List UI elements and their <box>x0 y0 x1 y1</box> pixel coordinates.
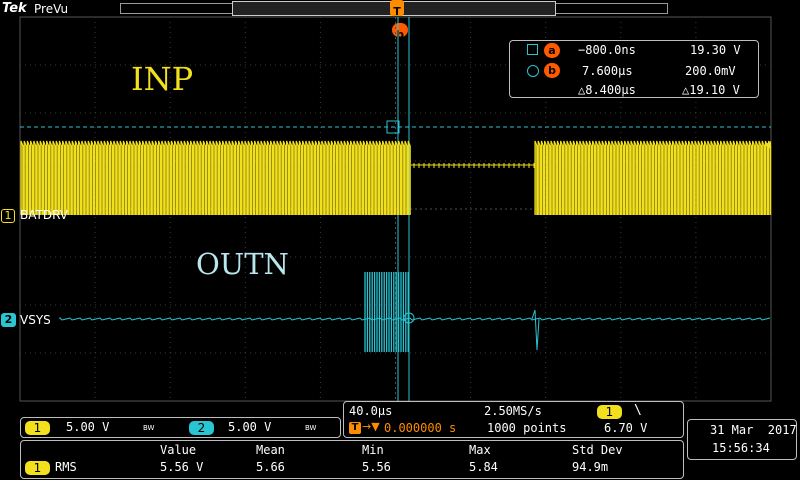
sample-rate: 2.50MS/s <box>484 404 542 418</box>
channel-scale-panel[interactable] <box>20 417 341 438</box>
ch2-trace <box>59 272 771 352</box>
ch2-marker-number: 2 <box>4 313 13 326</box>
record-length[interactable]: 1000 points <box>487 421 567 435</box>
cursor-delta-time: △8.400µs <box>578 83 636 97</box>
trigger-position-marker[interactable]: T <box>390 0 404 18</box>
horizontal-trigger-panel[interactable] <box>343 401 684 438</box>
trigger-source-badge[interactable]: 1 <box>597 405 622 419</box>
trigger-level[interactable]: 6.70 V <box>604 421 648 435</box>
measurement-panel[interactable] <box>20 440 684 479</box>
trigger-delay-arrow-icon: →▼ <box>362 420 380 433</box>
meas-header-value: Value <box>160 443 197 457</box>
meas-mean: 5.66 <box>256 460 285 474</box>
ch2-scale[interactable]: 5.00 V <box>228 420 272 434</box>
ch1-ground-marker[interactable]: 1 <box>1 209 15 223</box>
ch2-label: VSYS <box>20 313 51 327</box>
ch2-bw-limit: BW <box>305 424 317 432</box>
brand-logo: Tek <box>2 1 27 16</box>
cursor-a-square-icon <box>527 44 538 55</box>
meas-min: 5.56 <box>362 460 391 474</box>
cursor-a-time: −800.0ns <box>578 43 636 57</box>
ch1-trace <box>20 140 772 215</box>
meas-header-max: Max <box>469 443 491 457</box>
ch1-scale-badge[interactable]: 1 <box>25 421 50 435</box>
ch2-ground-marker[interactable]: 2 <box>1 313 16 327</box>
cursor-a-badge: a <box>544 43 560 58</box>
meas-type[interactable]: RMS <box>55 460 77 474</box>
meas-header-min: Min <box>362 443 384 457</box>
cursor-a-handle <box>386 120 400 134</box>
trigger-slope-icon[interactable]: \ <box>634 403 642 418</box>
meas-stddev: 94.9m <box>572 460 609 474</box>
cursor-b-time: 7.600µs <box>582 64 633 78</box>
ch1-bw-limit: BW <box>143 424 155 432</box>
timebase[interactable]: 40.0µs <box>349 404 393 418</box>
ch1-scale[interactable]: 5.00 V <box>66 420 110 434</box>
cursor-b-badge: b <box>544 63 560 78</box>
cursor-b-value: 200.0mV <box>685 64 736 78</box>
cursor-b-circle-icon <box>527 65 539 77</box>
ch1-trigger-level-arrow <box>764 141 771 149</box>
trigger-marker-letter: T <box>393 5 401 18</box>
ch1-label: BATDRV <box>20 208 68 222</box>
cursor-a-value: 19.30 V <box>690 43 741 57</box>
ch1-idle-segment <box>411 163 535 168</box>
annotation-outn: OUTN <box>196 247 289 281</box>
time: 15:56:34 <box>712 441 770 455</box>
cursor-delta-value: △19.10 V <box>682 83 740 97</box>
ch2-scale-badge[interactable]: 2 <box>189 421 214 435</box>
ch1-pulse-burst <box>20 140 772 215</box>
meas-max: 5.84 <box>469 460 498 474</box>
ch1-pulse-envelope <box>535 145 770 215</box>
trigger-position[interactable]: 0.000000 s <box>384 421 457 435</box>
ch1-pulse-envelope <box>21 145 410 215</box>
datetime-panel <box>687 419 797 460</box>
acquisition-mode: PreVu <box>34 2 69 16</box>
trigger-position-icon: T <box>349 422 361 434</box>
ch2-baseline <box>59 316 771 321</box>
ch1-marker-number: 1 <box>4 209 12 222</box>
ch2-ringing-burst <box>364 272 409 352</box>
meas-channel-badge[interactable]: 1 <box>25 461 50 475</box>
meas-value: 5.56 V <box>160 460 204 474</box>
cursor-b-top-letter: b <box>396 28 404 41</box>
meas-header-mean: Mean <box>256 443 285 457</box>
meas-header-stddev: Std Dev <box>572 443 623 457</box>
ch2-glitch <box>531 309 540 351</box>
date: 31 Mar 2017 <box>710 423 797 437</box>
annotation-inp: INP <box>131 60 194 98</box>
